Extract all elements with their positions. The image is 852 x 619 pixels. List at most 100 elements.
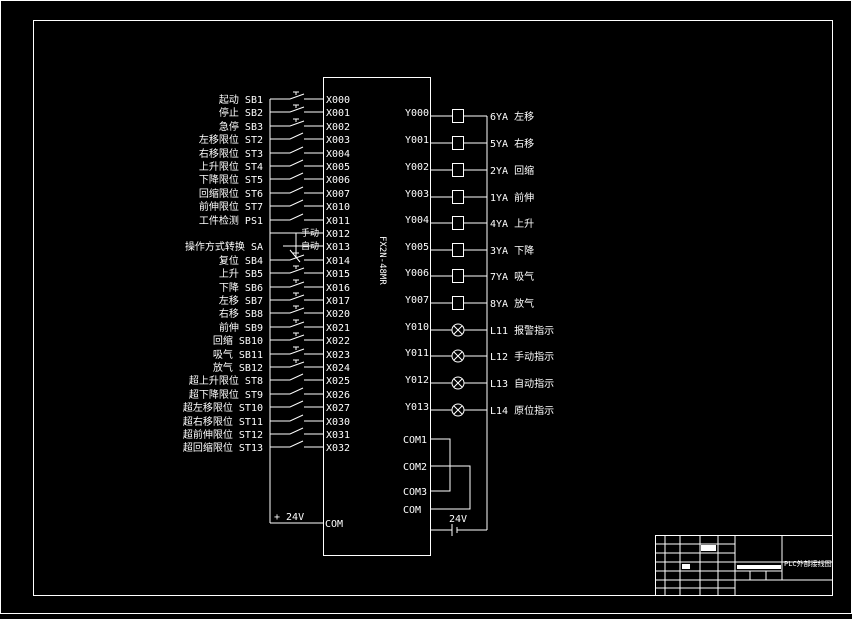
pushbutton-contact <box>270 292 323 301</box>
input-label-21: 超上升限位 ST8 <box>189 374 263 387</box>
limit-switch-contact <box>270 146 323 154</box>
input-label-19: 吸气 SB11 <box>213 348 263 361</box>
output-label-7: 8YA 放气 <box>490 297 534 310</box>
input-port-x002: X002 <box>326 122 350 133</box>
common-com1: COM1 <box>403 435 427 446</box>
output-port-y002: Y002 <box>405 162 429 173</box>
com-jumpers <box>430 438 471 510</box>
input-port-x026: X026 <box>326 390 350 401</box>
common-com2: COM2 <box>403 462 427 473</box>
input-port-x005: X005 <box>326 162 350 173</box>
plc-body <box>323 77 431 556</box>
output-port-y001: Y001 <box>405 135 429 146</box>
input-label-17: 前伸 SB9 <box>219 321 263 334</box>
output-label-0: 6YA 左移 <box>490 110 534 123</box>
output-port-y005: Y005 <box>405 242 429 253</box>
input-port-x023: X023 <box>326 350 350 361</box>
pushbutton-contact <box>270 91 323 100</box>
output-label-8: L11 报警指示 <box>490 324 554 337</box>
output-port-y007: Y007 <box>405 295 429 306</box>
limit-switch-contact <box>270 172 323 180</box>
solenoid-coil <box>452 269 464 283</box>
solenoid-coil <box>452 190 464 204</box>
output-port-y013: Y013 <box>405 402 429 413</box>
limit-switch-contact <box>270 400 323 408</box>
input-port-x024: X024 <box>326 363 350 374</box>
input-label-16: 右移 SB8 <box>219 307 263 320</box>
output-label-5: 3YA 下降 <box>490 244 534 257</box>
input-label-15: 左移 SB7 <box>219 294 263 307</box>
output-label-4: 4YA 上升 <box>490 218 534 230</box>
output-label-2: 2YA 回缩 <box>490 164 534 177</box>
limit-switch-contact <box>270 186 323 194</box>
pushbutton-contact <box>270 305 323 314</box>
output-port-y010: Y010 <box>405 322 429 333</box>
pushbutton-contact <box>270 265 323 274</box>
output-label-3: 1YA 前伸 <box>490 191 534 204</box>
lamp-cross <box>453 405 463 415</box>
lamp-cross <box>453 325 463 335</box>
pushbutton-contact <box>270 359 323 368</box>
output-port-y006: Y006 <box>405 268 429 279</box>
input-label-20: 放气 SB12 <box>213 361 263 374</box>
output-supply-label: 24V <box>449 514 467 525</box>
input-label-26: 超回缩限位 ST13 <box>183 441 263 454</box>
input-port-x010: X010 <box>326 202 350 213</box>
input-port-x017: X017 <box>326 296 350 307</box>
input-port-x006: X006 <box>326 175 350 186</box>
input-port-x031: X031 <box>326 430 350 441</box>
input-port-x020: X020 <box>326 309 350 320</box>
pushbutton-contact <box>270 319 323 328</box>
input-port-x015: X015 <box>326 269 350 280</box>
solenoid-coil <box>452 296 464 310</box>
common-com3: COM3 <box>403 487 427 498</box>
common-com: COM <box>403 505 421 516</box>
input-port-x013: X013 <box>326 242 350 253</box>
input-port-x016: X016 <box>326 283 350 294</box>
output-port-y004: Y004 <box>405 215 429 226</box>
pushbutton-contact <box>270 252 323 261</box>
input-label-6: 下降限位 ST5 <box>199 173 263 186</box>
input-port-x027: X027 <box>326 403 350 414</box>
inner-border <box>33 20 833 596</box>
limit-switch-contact <box>270 440 323 448</box>
input-port-x014: X014 <box>326 256 350 267</box>
limit-switch-contact <box>270 373 323 381</box>
limit-switch-contact <box>270 387 323 395</box>
title-block <box>655 535 833 596</box>
input-label-4: 右移限位 ST3 <box>199 147 263 160</box>
solenoid-coil <box>452 243 464 257</box>
input-label-24: 超右移限位 ST11 <box>183 415 263 428</box>
input-port-x011: X011 <box>326 216 350 227</box>
output-port-y000: Y000 <box>405 108 429 119</box>
limit-switch-contact <box>270 199 323 207</box>
pushbutton-contact <box>270 118 323 127</box>
input-port-x032: X032 <box>326 443 350 454</box>
input-label-14: 下降 SB6 <box>219 281 263 294</box>
input-port-x025: X025 <box>326 376 350 387</box>
input-label-3: 左移限位 ST2 <box>199 133 263 146</box>
input-port-x001: X001 <box>326 108 350 119</box>
lamp-cross <box>453 378 463 388</box>
pushbutton-contact <box>270 346 323 355</box>
output-port-y011: Y011 <box>405 348 429 359</box>
limit-switch-contact <box>270 414 323 422</box>
input-label-18: 回缩 SB10 <box>213 334 263 347</box>
input-label-0: 起动 SB1 <box>219 94 263 106</box>
input-label-7: 回缩限位 ST6 <box>199 187 263 200</box>
lamp-cross <box>453 351 463 361</box>
pushbutton-contact <box>270 104 323 113</box>
solenoid-coil <box>452 109 464 123</box>
input-port-x003: X003 <box>326 135 350 146</box>
limit-switch-contact <box>270 159 323 167</box>
input-label-13: 上升 SB5 <box>219 268 263 280</box>
input-label-5: 上升限位 ST4 <box>199 160 263 173</box>
input-label-11: 操作方式转换 SA <box>185 240 263 253</box>
input-label-23: 超左移限位 ST10 <box>183 401 263 414</box>
input-label-8: 前伸限位 ST7 <box>199 200 263 213</box>
limit-switch-contact <box>270 427 323 435</box>
limit-switch-contact <box>270 213 323 221</box>
supply-24v-label: + 24V <box>274 512 304 523</box>
